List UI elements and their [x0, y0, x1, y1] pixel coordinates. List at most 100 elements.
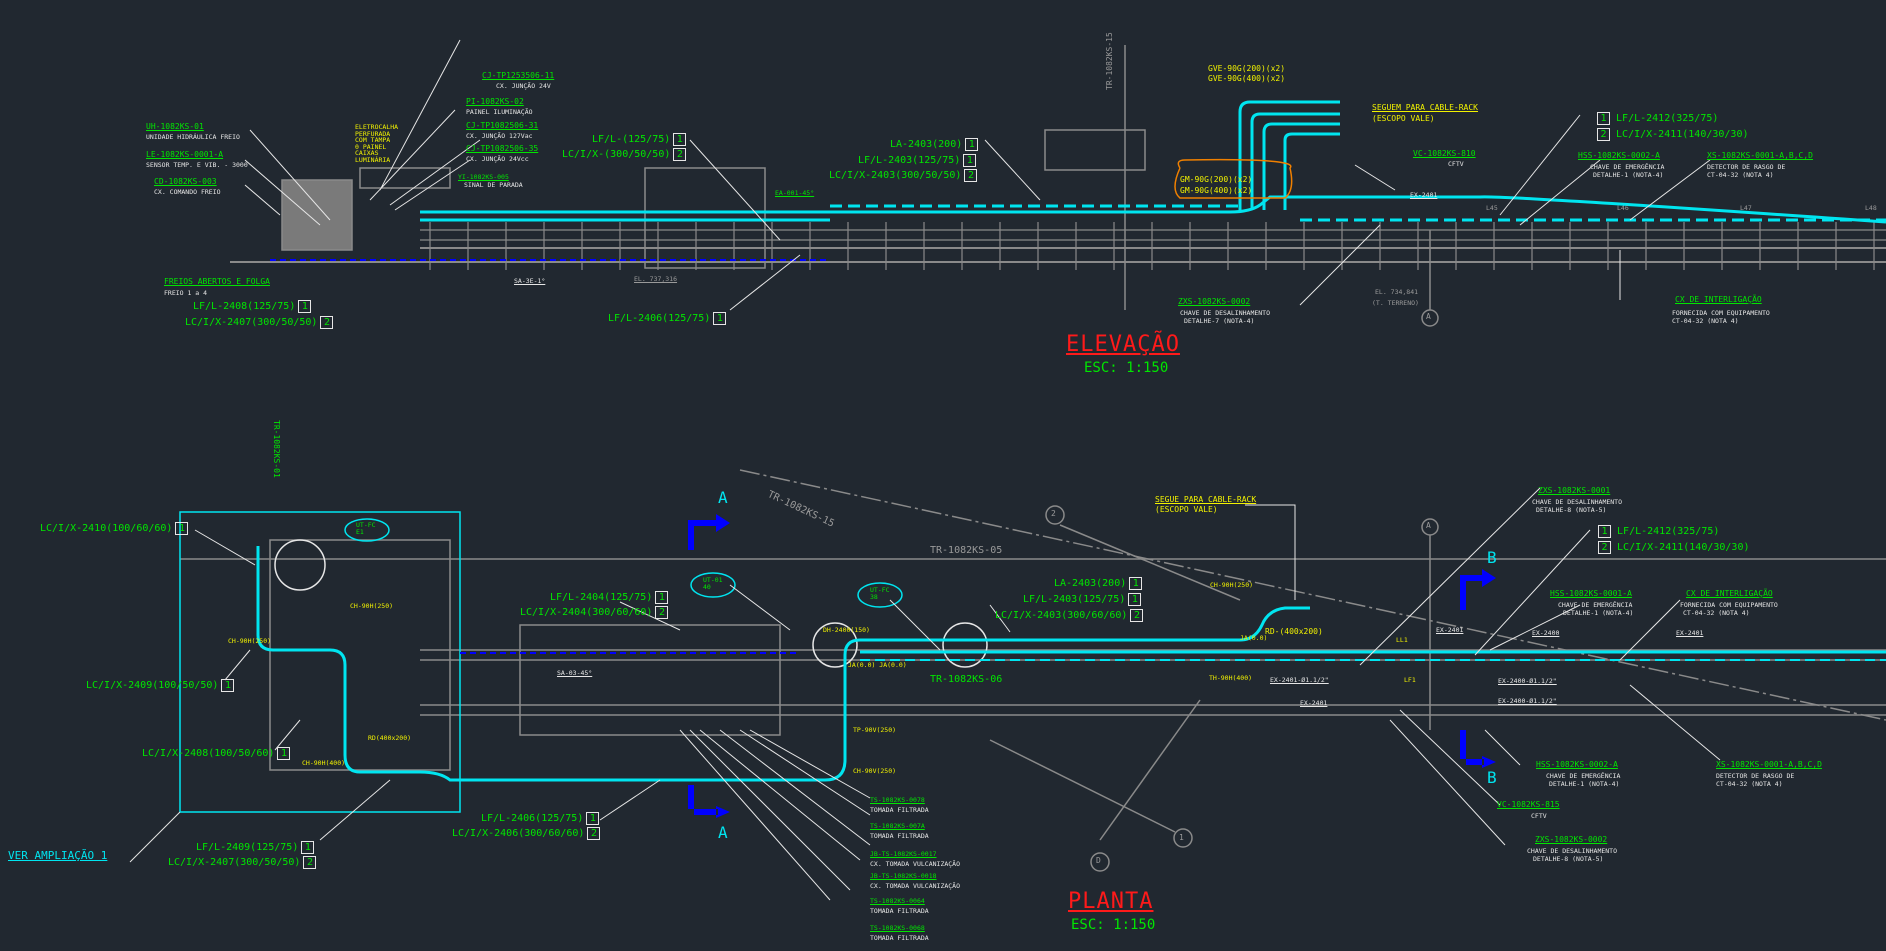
- cable-tag-elev-9: 1 LF/L-2412(325/75): [1594, 112, 1718, 125]
- label-ex-elev: EX-2401: [1410, 191, 1438, 199]
- label-tr-vertical: TR-1082KS-15: [1105, 32, 1114, 90]
- label-cx-elev: CX DE INTERLIGAÇÃO: [1675, 295, 1762, 304]
- label-tr06: TR-1082KS-06: [930, 674, 1003, 685]
- label-cx-elev-sub1: FORNECIDA COM EQUIPAMENTO: [1672, 309, 1770, 317]
- elev-riser-4: [1283, 132, 1340, 210]
- elevation-title: ELEVAÇÃO: [1066, 332, 1180, 357]
- label-cj3: CJ-TP1082506-35: [466, 144, 539, 153]
- cable-tag-plan-8: LF/L-2406(125/75)1: [481, 812, 600, 825]
- label-l45: L45: [1486, 204, 1498, 212]
- ut-ellipse-3: [857, 582, 903, 608]
- label-le: LE-1082KS-0001-A: [146, 150, 224, 159]
- label-ts3: TS-1082KS-0064: [870, 897, 925, 905]
- label-zxs: ZXS-1082KS-0002: [1178, 297, 1251, 306]
- label-ts4: TS-1082KS-0068: [870, 924, 925, 932]
- label-cj1-sub: CX. JUNÇÃO 24V: [496, 82, 551, 90]
- label-ex-5: EX-2401: [1300, 699, 1328, 707]
- cable-tag-plan-5: LC/I/X-2407(300/50/50)2: [168, 856, 317, 869]
- cable-tag-elev-6: LA-2403(200)1: [890, 138, 979, 151]
- label-hss1-sub2: DETALHE-1 (NOTA-4): [1563, 609, 1634, 617]
- label-cable-rack-1: SEGUEM PARA CABLE-RACK: [1372, 103, 1478, 112]
- label-gm2: GM-90G(400)(x2): [1180, 186, 1253, 195]
- label-l47: L47: [1740, 204, 1752, 212]
- label-le-sub: SENSOR TEMP. E VIB. - 3000: [146, 161, 248, 169]
- link-ver-ampliacao[interactable]: VER AMPLIAÇÃO 1: [8, 849, 108, 862]
- label-ch-1: CH-90H(250): [350, 602, 394, 610]
- label-cx-plan-sub2: CT-04-32 (NOTA 4): [1683, 609, 1750, 617]
- label-hss-elev-sub1: CHAVE DE EMERGÊNCIA: [1590, 163, 1665, 171]
- elev-riser-2: [1250, 112, 1340, 210]
- label-xs-elev: XS-1082KS-0001-A,B,C,D: [1707, 151, 1813, 160]
- label-ea: EA-001-45°: [775, 189, 815, 197]
- label-sa-plan: SA-03-45°: [557, 669, 593, 677]
- label-brakes-sub: FREIO 1 a 4: [164, 289, 208, 297]
- plan-axis-diag: [739, 469, 1886, 721]
- label-ts1: TS-1082KS-0078: [870, 796, 925, 804]
- cable-tag-plan-14: 2 LC/I/X-2411(140/30/30): [1595, 541, 1749, 554]
- cable-tag-elev-2: LC/I/X-2407(300/50/50)2: [185, 316, 334, 329]
- label-cable-rack-plan-1: SEGUE PARA CABLE-RACK: [1155, 495, 1257, 504]
- cable-tag-elev-5: LF/L-2406(125/75)1: [608, 312, 727, 325]
- label-ch-3: CH-90H(400): [302, 759, 346, 767]
- detail-circle-1: [274, 539, 326, 591]
- label-pi-sub: PAINEL ILUMINAÇÃO: [466, 108, 533, 116]
- detail-circle-3: [942, 622, 988, 668]
- label-cd-sub: CX. COMANDO FREIO: [154, 188, 221, 196]
- elevation-idlers: [420, 229, 1886, 241]
- label-ts3-sub: TOMADA FILTRADA: [870, 907, 929, 915]
- label-terrain: (T. TERRENO): [1372, 299, 1419, 307]
- label-cable-rack-2: (ESCOPO VALE): [1372, 114, 1435, 123]
- label-ch-4: CH-90V(250): [853, 767, 897, 775]
- elev-tray-main: [420, 195, 1886, 224]
- label-ja-right: JA(0.0): [1240, 634, 1268, 642]
- label-zxs-sub2: DETALHE-7 (NOTA-4): [1184, 317, 1255, 325]
- label-uh: UH-1082KS-01: [146, 122, 204, 131]
- plan-drive-frame: [519, 624, 781, 736]
- label-vc-plan: VC-1082KS-815: [1497, 800, 1560, 809]
- label-ex-2: EX-2400: [1532, 629, 1560, 637]
- label-jb1-sub: CX. TOMADA VULCANIZAÇÃO: [870, 860, 961, 868]
- enlargement-boundary[interactable]: [179, 511, 461, 813]
- label-vc-plan-sub: CFTV: [1531, 812, 1547, 820]
- label-zxs2-sub2: DETALHE-8 (NOTA-5): [1533, 855, 1604, 863]
- section-arrow-a-bottom: [688, 785, 730, 818]
- grid-line-2: [1059, 524, 1241, 601]
- label-el2: EL. 734,841: [1375, 288, 1419, 296]
- label-el1: EL. 737,316: [634, 275, 678, 283]
- grid-bubble-plan-a: [1421, 518, 1439, 536]
- label-brakes: FREIOS ABERTOS E FOLGA: [164, 277, 270, 286]
- label-ex-4: EX-2401-Ø1.1/2": [1270, 676, 1329, 684]
- grid-label-a: A: [1426, 312, 1431, 321]
- label-th: TH-90H(400): [1209, 674, 1253, 682]
- label-ts1-sub: TOMADA FILTRADA: [870, 806, 929, 814]
- label-ex-7: EX-2400-Ø1.1/2": [1498, 697, 1557, 705]
- grid-bubble-a: [1421, 309, 1439, 327]
- label-sa: SA-3E-1°: [514, 277, 546, 285]
- label-jb1: JB-TS-1082KS-0017: [870, 850, 937, 858]
- label-hss1: HSS-1082KS-0001-A: [1550, 589, 1632, 598]
- label-ts2: TS-1082KS-007A: [870, 822, 925, 830]
- plan-scale: ESC: 1:150: [1071, 917, 1156, 933]
- cable-tag-plan-13: 1 LF/L-2412(325/75): [1595, 525, 1719, 538]
- label-gm1: GM-90G(200)(x2): [1180, 175, 1253, 184]
- label-ex-3: EX-2401: [1676, 629, 1704, 637]
- section-label-a-top: A: [718, 488, 728, 507]
- revision-cloud: [1174, 158, 1293, 199]
- label-ja: JA(0.0) JA(0.0): [848, 661, 907, 669]
- label-xs-elev-sub2: CT-04-32 (NOTA 4): [1707, 171, 1774, 179]
- section-markers: [688, 514, 1496, 818]
- plan-title: PLANTA: [1068, 889, 1154, 914]
- cable-tag-plan-12: LC/I/X-2403(300/60/60)2: [995, 609, 1144, 622]
- grid-bubble-1: [1173, 828, 1193, 848]
- label-cj3-sub: CX. JUNÇÃO 24Vcc: [466, 155, 529, 163]
- grid-line-1: [989, 739, 1176, 833]
- section-label-a-bottom: A: [718, 823, 728, 842]
- label-ch-2: CH-90H(250): [228, 637, 272, 645]
- label-hss1-sub1: CHAVE DE EMERGÊNCIA: [1558, 601, 1633, 609]
- cable-tag-elev-4: LC/I/X-(300/50/50)2: [562, 148, 687, 161]
- section-arrow-b-top: [1460, 569, 1496, 610]
- label-xs-plan-sub2: CT-04-32 (NOTA 4): [1716, 780, 1783, 788]
